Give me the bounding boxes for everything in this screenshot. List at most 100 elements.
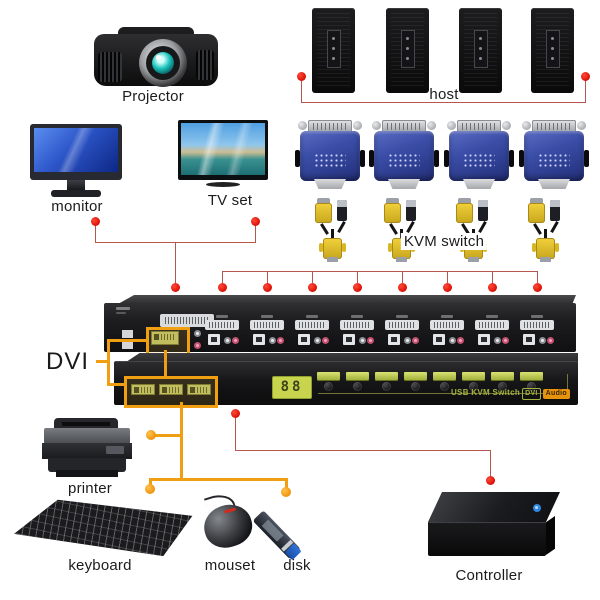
host-tower xyxy=(459,8,502,93)
led-display: 88 xyxy=(272,376,312,399)
dvi-in-port xyxy=(430,320,464,330)
dvi-adapter xyxy=(369,118,439,194)
dvi-in-port xyxy=(385,320,419,330)
dot-front-panel xyxy=(231,409,240,418)
tv-screen xyxy=(181,123,265,175)
dvi-in-port xyxy=(295,320,329,330)
audio-jack xyxy=(494,337,501,344)
usb-plug xyxy=(406,200,416,221)
usb-b-port xyxy=(523,334,535,345)
usb-disk-image xyxy=(252,510,302,561)
port-knob xyxy=(498,382,507,391)
label-disk: disk xyxy=(283,557,311,574)
front-dvi-highlight-box xyxy=(124,376,218,408)
dot-rear-port xyxy=(533,283,542,292)
projector-right-vent xyxy=(196,50,214,80)
front-dvi-port xyxy=(187,384,211,395)
mic-jack xyxy=(322,337,329,344)
label-dvi: DVI xyxy=(46,348,90,375)
port-button xyxy=(317,372,340,380)
dvi-adapter xyxy=(519,118,589,194)
audio-jack xyxy=(314,337,321,344)
tower-front-panel xyxy=(474,30,488,68)
rear-port-group xyxy=(295,315,329,349)
dvi-adapter xyxy=(295,118,365,194)
dvi-in-port xyxy=(205,320,239,330)
kvm-cable xyxy=(384,198,420,264)
port-knob xyxy=(353,382,362,391)
audio-jack xyxy=(194,330,201,337)
vga-plug xyxy=(384,203,401,223)
port-button xyxy=(462,372,485,380)
mic-jack xyxy=(194,342,201,349)
usb-b-port xyxy=(298,334,310,345)
mic-jack xyxy=(412,337,419,344)
controller-logo xyxy=(533,504,541,512)
vga-plug xyxy=(315,203,332,223)
port-knob xyxy=(324,382,333,391)
projector-top xyxy=(118,27,194,38)
front-dvi-port xyxy=(159,384,183,395)
tower-front-panel xyxy=(327,30,341,68)
vga-plug xyxy=(323,238,342,259)
port-button xyxy=(346,372,369,380)
keyboard-image xyxy=(14,499,193,557)
front-dvi-port xyxy=(131,384,155,395)
dot-console-port xyxy=(171,283,180,292)
usb-b-port xyxy=(343,334,355,345)
vga-connector xyxy=(538,179,570,189)
dvi-in-port xyxy=(475,320,509,330)
audio-jack xyxy=(404,337,411,344)
monitor-screen xyxy=(34,128,118,172)
rear-port-group xyxy=(430,315,464,349)
host-tower xyxy=(386,8,429,93)
label-controller: Controller xyxy=(455,567,523,584)
dot-host-left xyxy=(297,72,306,81)
dvi-logo: DVI xyxy=(522,388,541,400)
mic-jack xyxy=(502,337,509,344)
rear-port-group xyxy=(520,315,554,349)
usb-b-port xyxy=(433,334,445,345)
vga-plug xyxy=(528,203,545,223)
projector-left-vent xyxy=(98,52,122,82)
dot-tv xyxy=(251,217,260,226)
audio-jack xyxy=(359,337,366,344)
mic-jack xyxy=(457,337,464,344)
label-host: host xyxy=(429,86,459,103)
dot-monitor xyxy=(91,217,100,226)
dot-controller xyxy=(486,476,495,485)
usb-plug xyxy=(337,200,347,221)
usb-plug xyxy=(550,200,560,221)
console-dvi-out-port xyxy=(160,314,214,327)
port-button xyxy=(375,372,398,380)
vga-plug xyxy=(536,238,555,259)
port-button xyxy=(433,372,456,380)
port-knob xyxy=(527,382,536,391)
label-monitor: monitor xyxy=(51,198,103,215)
vga-connector xyxy=(388,179,420,189)
audio-jack xyxy=(449,337,456,344)
usb-plug xyxy=(478,200,488,221)
dot-rear-port xyxy=(353,283,362,292)
dvi-in-port xyxy=(520,320,554,330)
tower-front-panel xyxy=(546,30,560,68)
mic-jack xyxy=(232,337,239,344)
usb-b-port xyxy=(388,334,400,345)
dvi-adapter xyxy=(444,118,514,194)
dot-rear-port xyxy=(308,283,317,292)
host-tower xyxy=(531,8,574,93)
console-dvi-port-highlighted xyxy=(151,331,179,345)
usb-b-port xyxy=(208,334,220,345)
kvm-cable xyxy=(456,198,492,264)
host-tower xyxy=(312,8,355,93)
label-kvm-switch: KVM switch xyxy=(400,233,488,250)
dot-rear-port xyxy=(398,283,407,292)
vga-connector xyxy=(314,179,346,189)
port-knob xyxy=(440,382,449,391)
dot-host-right xyxy=(581,72,590,81)
label-mouse: mouset xyxy=(204,557,256,574)
port-knob xyxy=(411,382,420,391)
dot-printer xyxy=(146,430,156,440)
